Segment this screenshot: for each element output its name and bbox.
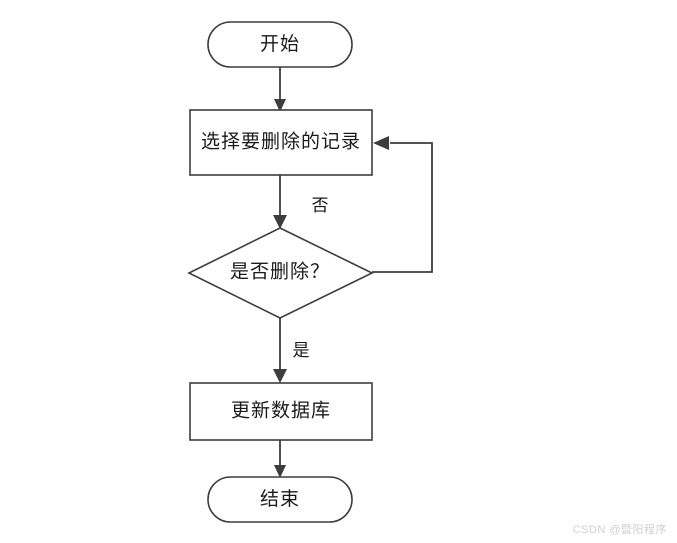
node-update-database[interactable]: 更新数据库 — [189, 382, 373, 441]
node-select-record-label: 选择要删除的记录 — [201, 130, 361, 152]
node-end-shape — [207, 476, 353, 523]
arrowhead-icon — [373, 136, 389, 150]
node-start[interactable]: 开始 — [207, 21, 353, 68]
node-select-record-shape — [189, 109, 373, 176]
node-decision-delete-label: 是否删除？ — [230, 260, 330, 282]
edge-decide-to-select-no — [372, 136, 433, 273]
edge-decide-to-update-yes — [273, 318, 287, 383]
edge-start-to-select — [274, 67, 286, 112]
edge-select-to-decide — [273, 175, 287, 229]
edge-update-to-end — [274, 440, 286, 478]
node-start-shape — [207, 21, 353, 68]
node-end[interactable]: 结束 — [207, 476, 353, 523]
node-end-label: 结束 — [260, 488, 300, 510]
arrowhead-icon — [274, 465, 286, 478]
node-select-record[interactable]: 选择要删除的记录 — [189, 109, 373, 176]
node-start-label: 开始 — [260, 33, 300, 55]
arrowhead-icon — [273, 369, 287, 383]
node-update-database-shape — [189, 382, 373, 441]
edge-label-no: 否 — [312, 196, 329, 215]
node-update-database-label: 更新数据库 — [231, 399, 331, 421]
arrowhead-icon — [273, 215, 287, 229]
node-decision-delete[interactable]: 是否删除？ — [187, 227, 374, 319]
node-decision-delete-shape — [187, 227, 374, 319]
arrowhead-icon — [274, 99, 286, 112]
edge-line — [372, 142, 433, 273]
watermark: CSDN @暨阳程序 — [572, 524, 667, 536]
edge-label-yes: 是 — [293, 341, 310, 360]
